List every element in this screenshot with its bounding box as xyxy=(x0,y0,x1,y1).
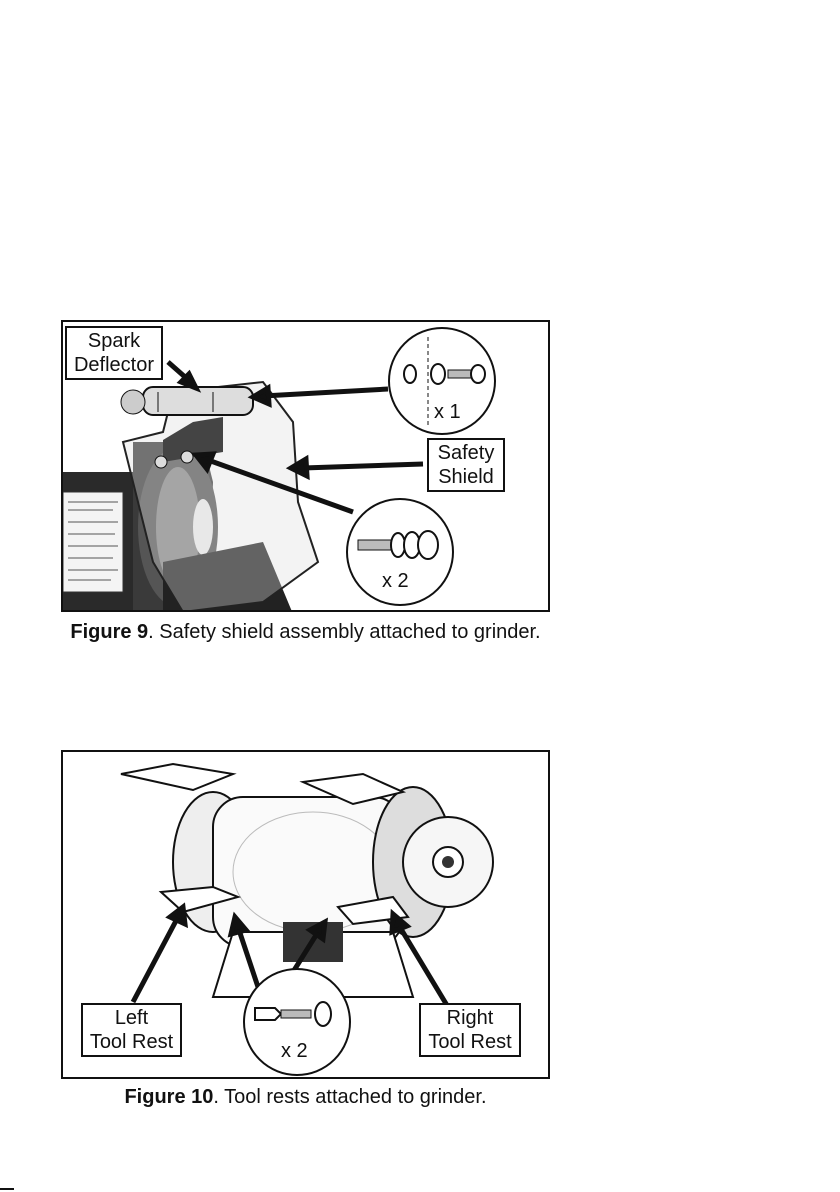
figure-9-illustration: Spark Deflector Safety Shield x 1 x 2 xyxy=(61,320,550,612)
quantity-x2: x 2 xyxy=(382,570,409,593)
figure-10-text: . Tool rests attached to grinder. xyxy=(213,1086,486,1108)
hardware-callout-bottom: x 2 xyxy=(346,498,454,606)
figure-9-number: Figure 9 xyxy=(70,621,148,643)
page-edge-mark xyxy=(0,1188,14,1190)
safety-shield-label: Safety Shield xyxy=(427,438,505,492)
left-tool-rest-label: Left Tool Rest xyxy=(81,1003,182,1057)
figure-10-caption: Figure 10. Tool rests attached to grinde… xyxy=(61,1085,550,1109)
hardware-callout-top: x 1 xyxy=(388,327,496,435)
figure-10-number: Figure 10 xyxy=(124,1086,213,1108)
quantity-x2: x 2 xyxy=(281,1040,308,1063)
spark-deflector-label: Spark Deflector xyxy=(65,326,163,380)
figure-9-caption: Figure 9. Safety shield assembly attache… xyxy=(61,620,550,644)
quantity-x1: x 1 xyxy=(434,401,461,424)
right-tool-rest-label: Right Tool Rest xyxy=(419,1003,521,1057)
hardware-callout: x 2 xyxy=(243,968,351,1076)
figure-9-text: . Safety shield assembly attached to gri… xyxy=(148,621,540,643)
figure-10-illustration: Left Tool Rest Right Tool Rest x 2 xyxy=(61,750,550,1079)
